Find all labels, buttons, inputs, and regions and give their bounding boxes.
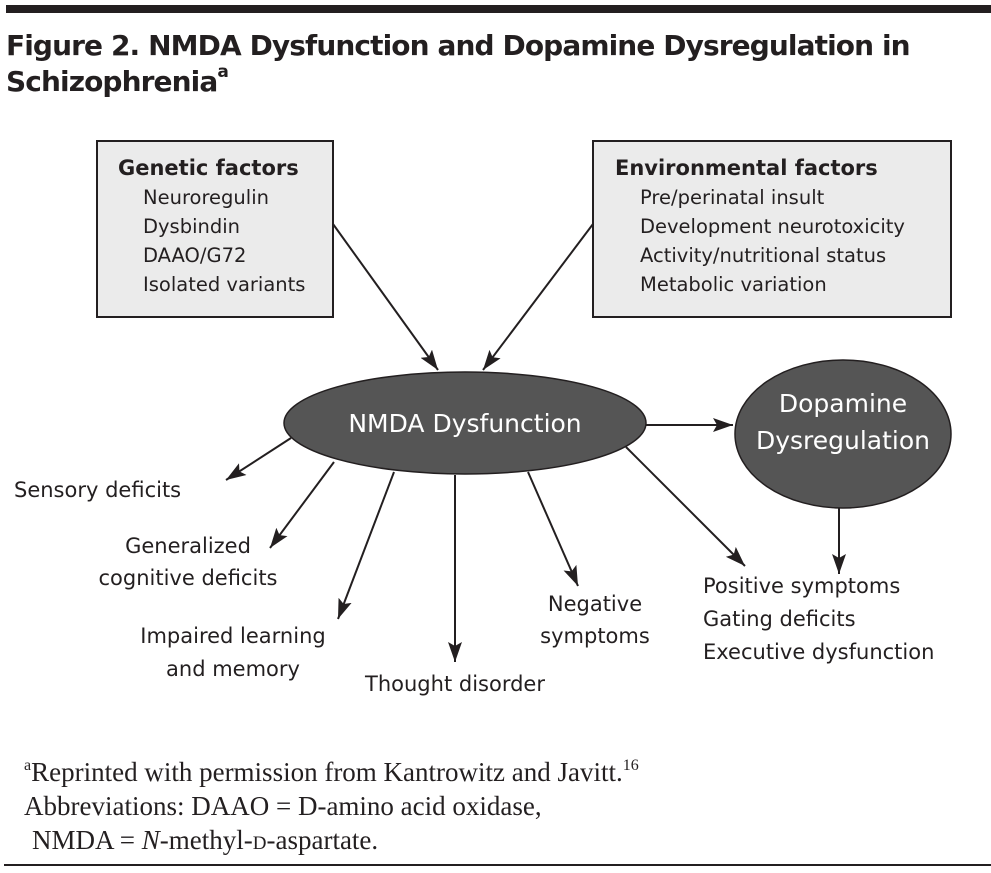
arrow-nmda-to-learning: [337, 471, 395, 620]
abbrev-nmda-methyl: -methyl-: [159, 825, 253, 855]
dopamine-dysregulation-label-line-2: Dysregulation: [756, 426, 930, 455]
environmental-factors-title: Environmental factors: [615, 156, 878, 180]
abbrev-daao-definition: -amino acid oxidase,: [317, 791, 542, 821]
genetic-factor-item: Isolated variants: [143, 273, 305, 296]
abbrev-label: Abbreviations: DAAO =: [24, 791, 298, 821]
footnote-reprint: aReprinted with permission from Kantrowi…: [24, 755, 639, 789]
nmda-dysfunction-label: NMDA Dysfunction: [348, 409, 581, 438]
genetic-factor-item: Dysbindin: [143, 215, 240, 238]
nmda-dysfunction-ellipse: [283, 371, 647, 475]
abbrev-nmda-d-smallcaps: d: [252, 825, 267, 855]
dopamine-dysregulation-label-line-1: Dopamine: [779, 389, 907, 418]
genetic-factors-box: Genetic factors Neuroregulin Dysbindin D…: [96, 140, 334, 318]
environmental-factor-item: Pre/perinatal insult: [640, 186, 825, 209]
genetic-factor-item: Neuroregulin: [143, 186, 269, 209]
dopamine-dysregulation-ellipse: [734, 359, 952, 509]
title-footnote-marker: a: [217, 62, 228, 82]
abbrev-nmda-prefix: NMDA =: [32, 825, 142, 855]
nmda-dysfunction-node: NMDA Dysfunction: [283, 371, 647, 475]
footnote-reprint-text: Reprinted with permission from Kantrowit…: [31, 757, 623, 787]
bottom-rule: [4, 864, 991, 866]
footnote-abbreviations-line-2: NMDA = N-methyl-d-aspartate.: [24, 823, 639, 857]
outcome-gating-deficits: Gating deficits: [703, 607, 856, 631]
arrow-nmda-to-cognitive: [269, 461, 335, 549]
outcome-sensory-deficits: Sensory deficits: [14, 478, 181, 502]
abbrev-daao-d: D: [297, 791, 318, 821]
footnote-abbreviations-line-1: Abbreviations: DAAO = D-amino acid oxida…: [24, 789, 639, 823]
outcome-positive-symptoms: Positive symptoms: [703, 574, 900, 598]
environmental-factors-box-frame: [592, 140, 952, 318]
outcome-impaired-learning-line-2: and memory: [166, 657, 300, 681]
outcome-thought-disorder: Thought disorder: [364, 672, 545, 696]
arrow-nmda-to-positive: [625, 446, 746, 567]
arrow-nmda-to-negative: [527, 471, 579, 587]
outcome-negative-symptoms-line-2: symptoms: [540, 624, 650, 648]
outcome-generalized-cognitive-line-2: cognitive deficits: [99, 566, 278, 590]
environmental-factor-item: Development neurotoxicity: [640, 215, 905, 238]
abbrev-nmda-n-italic: N: [141, 825, 160, 855]
footnote-reference-number: 16: [622, 757, 639, 774]
dopamine-dysregulation-node: Dopamine Dysregulation: [734, 359, 952, 509]
arrow-environmental-to-nmda: [482, 223, 594, 371]
footnote-marker: a: [24, 757, 32, 774]
figure-title: Figure 2. NMDA Dysfunction and Dopamine …: [6, 28, 991, 100]
genetic-factors-box-frame: [96, 140, 334, 318]
top-rule: [6, 5, 991, 13]
genetic-factor-item: DAAO/G72: [143, 244, 246, 267]
environmental-factors-box: Environmental factors Pre/perinatal insu…: [592, 140, 952, 318]
outcome-impaired-learning-line-1: Impaired learning: [140, 624, 325, 648]
environmental-factor-item: Activity/nutritional status: [640, 244, 886, 267]
abbrev-nmda-aspartate: -aspartate.: [266, 825, 379, 855]
outcome-generalized-cognitive-line-1: Generalized: [125, 534, 251, 558]
figure-title-text: Figure 2. NMDA Dysfunction and Dopamine …: [6, 29, 911, 98]
outcome-negative-symptoms-line-1: Negative: [548, 592, 642, 616]
arrow-nmda-to-sensory: [225, 437, 292, 481]
environmental-factor-item: Metabolic variation: [640, 273, 827, 296]
genetic-factors-title: Genetic factors: [118, 156, 299, 180]
footnote: aReprinted with permission from Kantrowi…: [24, 755, 639, 857]
arrow-genetic-to-nmda: [332, 223, 439, 371]
outcome-executive-dysfunction: Executive dysfunction: [703, 640, 934, 664]
